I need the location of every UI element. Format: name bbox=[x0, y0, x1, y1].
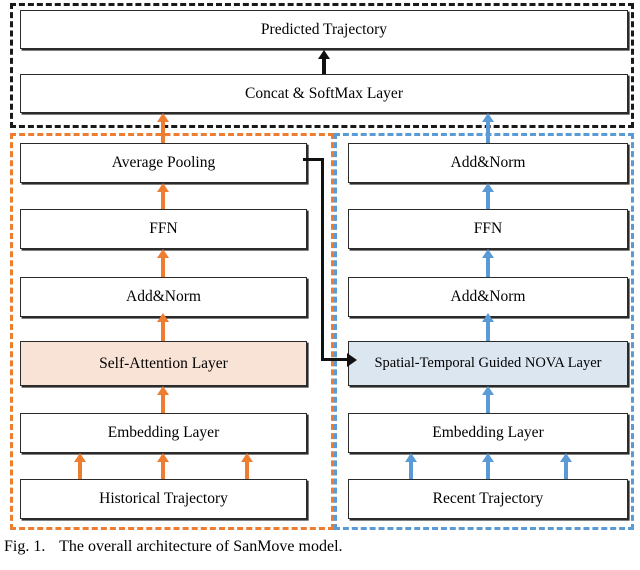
ffn-left-box[interactable]: FFN bbox=[20, 209, 307, 249]
arrow-recent-to-embedding-3 bbox=[553, 453, 579, 479]
arrow-recent-to-embedding-2 bbox=[475, 453, 501, 479]
arrow-ffn-to-average-pooling bbox=[150, 183, 176, 209]
predicted-trajectory-label: Predicted Trajectory bbox=[260, 20, 388, 38]
arrow-left-branch-to-concat bbox=[150, 113, 176, 145]
historical-trajectory-label: Historical Trajectory bbox=[99, 490, 228, 508]
concat-softmax-layer-label: Concat & SoftMax Layer bbox=[245, 84, 403, 102]
arrow-concat-to-predicted bbox=[311, 50, 337, 74]
figure-caption-label: Fig. 1. bbox=[4, 538, 46, 555]
average-pooling-label: Average Pooling bbox=[111, 154, 216, 172]
embedding-layer-left-label: Embedding Layer bbox=[107, 424, 220, 442]
arrow-right-branch-to-concat bbox=[475, 113, 501, 145]
arrow-ffn-to-addnorm-right-top bbox=[475, 183, 501, 209]
nova-layer-label: Spatial-Temporal Guided NOVA Layer bbox=[374, 355, 602, 372]
connector-segment-top bbox=[303, 158, 324, 161]
concat-softmax-layer-box[interactable]: Concat & SoftMax Layer bbox=[20, 74, 628, 113]
self-attention-layer-box[interactable]: Self-Attention Layer bbox=[20, 341, 307, 386]
arrow-embedding-to-selfattention bbox=[150, 386, 176, 413]
arrow-historical-to-embedding-3 bbox=[234, 453, 260, 479]
arrow-historical-to-embedding-2 bbox=[150, 453, 176, 479]
connector-pooling-to-nova bbox=[303, 158, 363, 373]
add-norm-right-box[interactable]: Add&Norm bbox=[348, 277, 628, 317]
nova-layer-box[interactable]: Spatial-Temporal Guided NOVA Layer bbox=[348, 341, 628, 386]
ffn-left-label: FFN bbox=[149, 220, 178, 238]
arrow-embedding-to-nova bbox=[475, 386, 501, 413]
arrow-selfattention-to-addnorm bbox=[150, 313, 176, 341]
historical-trajectory-box[interactable]: Historical Trajectory bbox=[20, 479, 307, 519]
arrow-addnorm-to-ffn-right bbox=[475, 249, 501, 277]
connector-segment-vertical bbox=[321, 158, 324, 361]
connector-arrow-head bbox=[347, 352, 357, 367]
add-norm-right-top-box[interactable]: Add&Norm bbox=[348, 143, 628, 183]
connector-segment-bottom bbox=[321, 358, 348, 361]
self-attention-layer-label: Self-Attention Layer bbox=[99, 354, 228, 372]
figure-caption-text: The overall architecture of SanMove mode… bbox=[59, 538, 343, 555]
recent-trajectory-label: Recent Trajectory bbox=[432, 490, 544, 508]
add-norm-left-box[interactable]: Add&Norm bbox=[20, 277, 307, 317]
arrow-addnorm-to-ffn-left bbox=[150, 249, 176, 277]
recent-trajectory-box[interactable]: Recent Trajectory bbox=[348, 479, 628, 519]
add-norm-right-label: Add&Norm bbox=[450, 288, 526, 306]
recent-branch-frame bbox=[334, 133, 634, 530]
add-norm-right-top-label: Add&Norm bbox=[450, 154, 526, 172]
figure-caption: Fig. 1. The overall architecture of SanM… bbox=[4, 538, 634, 556]
arrow-nova-to-addnorm-right bbox=[475, 313, 501, 341]
output-group-frame bbox=[10, 3, 634, 128]
embedding-layer-right-box[interactable]: Embedding Layer bbox=[348, 413, 628, 453]
historical-branch-frame bbox=[10, 133, 334, 530]
ffn-right-label: FFN bbox=[473, 220, 503, 238]
arrow-historical-to-embedding-1 bbox=[67, 453, 93, 479]
add-norm-left-label: Add&Norm bbox=[126, 288, 201, 306]
embedding-layer-left-box[interactable]: Embedding Layer bbox=[20, 413, 307, 453]
arrow-recent-to-embedding-1 bbox=[398, 453, 424, 479]
embedding-layer-right-label: Embedding Layer bbox=[432, 424, 544, 442]
average-pooling-box[interactable]: Average Pooling bbox=[20, 143, 307, 183]
ffn-right-box[interactable]: FFN bbox=[348, 209, 628, 249]
predicted-trajectory-box[interactable]: Predicted Trajectory bbox=[20, 10, 628, 49]
